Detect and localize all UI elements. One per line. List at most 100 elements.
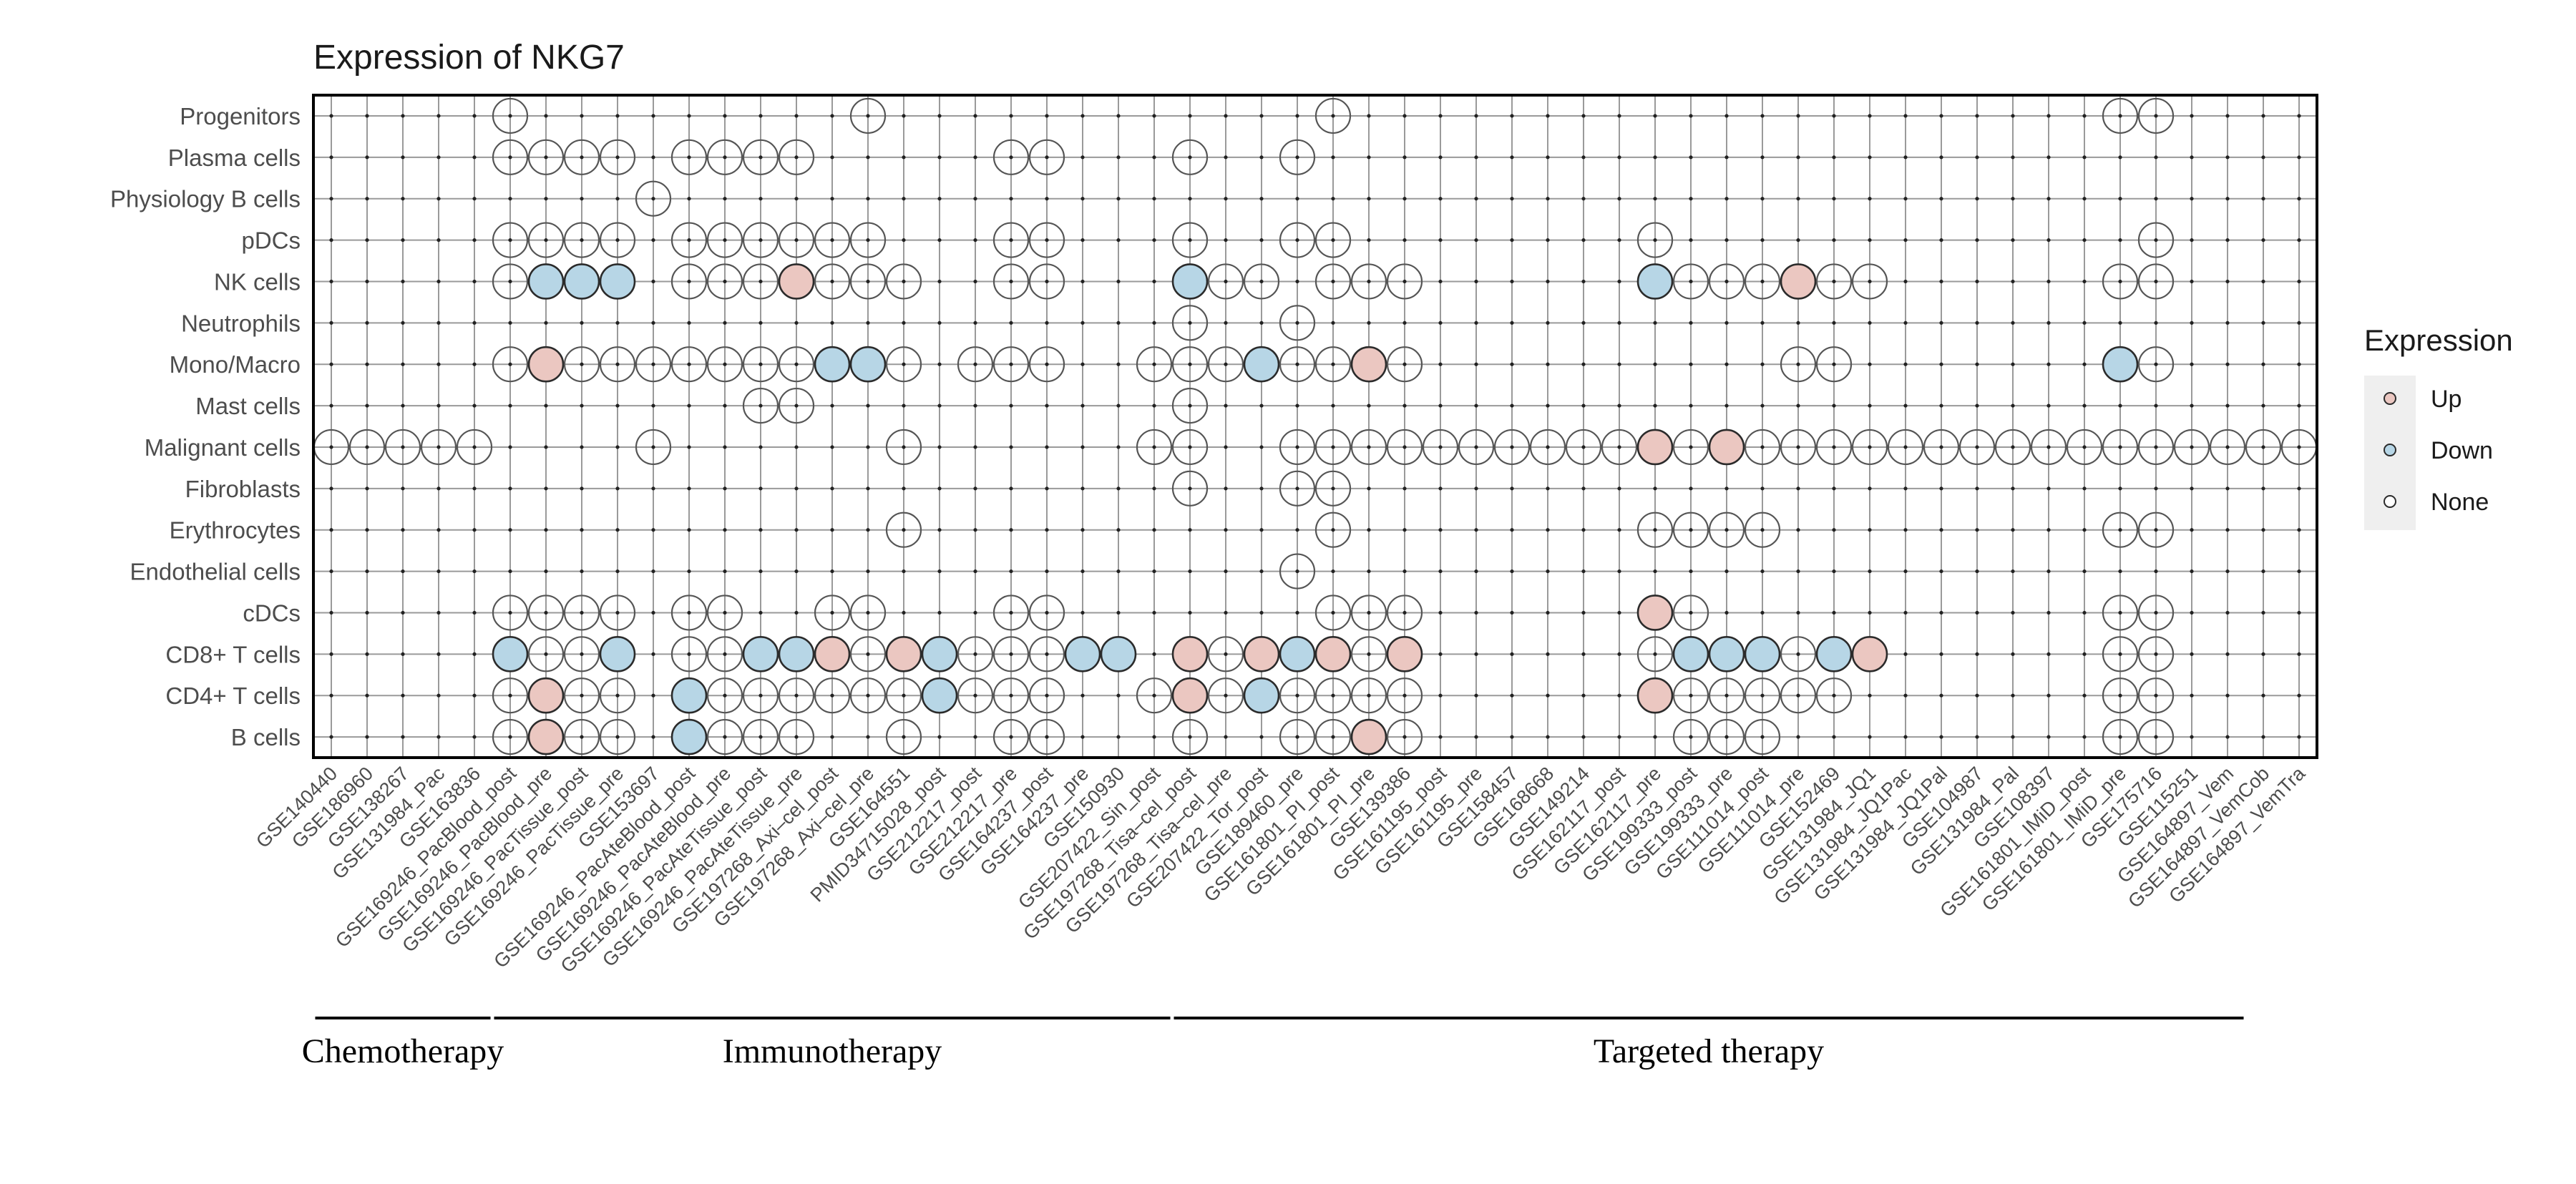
grid-point bbox=[1402, 155, 1407, 160]
grid-point bbox=[1259, 114, 1264, 118]
grid-point bbox=[2011, 362, 2015, 366]
expression-point-none bbox=[1028, 222, 1065, 258]
grid-point bbox=[1438, 114, 1443, 118]
expression-point-none bbox=[1136, 346, 1173, 383]
grid-point bbox=[866, 238, 870, 243]
grid-point bbox=[580, 197, 584, 201]
grid-point bbox=[866, 197, 870, 201]
grid-point bbox=[973, 403, 977, 408]
expression-point-none bbox=[778, 718, 815, 755]
expression-point-none bbox=[1887, 429, 1924, 466]
grid-point bbox=[1796, 197, 1800, 201]
expression-point-none bbox=[492, 346, 529, 383]
grid-point bbox=[2190, 403, 2194, 408]
grid-point bbox=[1653, 362, 1657, 366]
grid-point bbox=[1116, 403, 1121, 408]
grid-point bbox=[2082, 693, 2087, 698]
grid-point bbox=[1975, 445, 1979, 449]
expression-point-none bbox=[1171, 718, 1209, 755]
expression-point-none bbox=[1136, 677, 1173, 714]
legend-title: Expression bbox=[2364, 323, 2513, 357]
grid-point bbox=[2297, 155, 2301, 160]
grid-point bbox=[1402, 445, 1407, 449]
expression-point-none bbox=[2102, 636, 2139, 672]
y-tick-label: Mast cells bbox=[195, 393, 301, 419]
grid-point bbox=[1796, 652, 1800, 656]
expression-point-none bbox=[778, 222, 815, 258]
grid-point bbox=[1224, 445, 1228, 449]
grid-point bbox=[2011, 279, 2015, 284]
grid-point bbox=[329, 238, 333, 243]
grid-point bbox=[723, 735, 727, 739]
grid-point bbox=[1760, 486, 1765, 491]
grid-point bbox=[973, 693, 977, 698]
grid-point bbox=[758, 321, 763, 325]
expression-point-down bbox=[814, 346, 851, 383]
grid-point bbox=[2190, 445, 2194, 449]
grid-point bbox=[1259, 445, 1264, 449]
grid-point bbox=[2046, 155, 2051, 160]
expression-point-down bbox=[1243, 677, 1280, 714]
expression-point-none bbox=[1636, 222, 1674, 258]
grid-point bbox=[1510, 486, 1514, 491]
grid-point bbox=[1224, 362, 1228, 366]
expression-point-none bbox=[1529, 429, 1566, 466]
grid-point bbox=[1653, 114, 1657, 118]
expression-point-none bbox=[1672, 677, 1709, 714]
grid-point bbox=[2118, 445, 2122, 449]
expression-point-none bbox=[814, 595, 851, 631]
grid-point bbox=[1152, 403, 1156, 408]
expression-point-none bbox=[492, 263, 529, 300]
grid-point bbox=[1045, 528, 1049, 532]
grid-point bbox=[2261, 279, 2265, 284]
expression-point-up bbox=[1171, 677, 1209, 714]
grid-point bbox=[1689, 155, 1693, 160]
grid-point bbox=[1903, 197, 1908, 201]
grid-point bbox=[1045, 445, 1049, 449]
expression-point-none bbox=[2245, 429, 2282, 466]
grid-point bbox=[1224, 279, 1228, 284]
expression-point-none bbox=[1279, 470, 1316, 507]
grid-point bbox=[902, 735, 906, 739]
expression-point-none bbox=[527, 636, 565, 672]
grid-point bbox=[401, 155, 405, 160]
expression-point-none bbox=[1780, 677, 1817, 714]
grid-point bbox=[329, 362, 333, 366]
expression-point-none bbox=[1386, 677, 1423, 714]
grid-point bbox=[1116, 155, 1121, 160]
expression-point-up bbox=[1851, 636, 1888, 672]
grid-point bbox=[2297, 569, 2301, 574]
grid-point bbox=[830, 238, 834, 243]
grid-point bbox=[508, 238, 512, 243]
grid-point bbox=[2190, 238, 2194, 243]
expression-point-none bbox=[563, 718, 600, 755]
expression-point-up bbox=[1171, 636, 1209, 672]
grid-point bbox=[866, 155, 870, 160]
grid-point bbox=[1724, 155, 1729, 160]
grid-point bbox=[615, 693, 620, 698]
grid-point bbox=[2046, 238, 2051, 243]
grid-point bbox=[1581, 528, 1586, 532]
grid-point bbox=[1188, 238, 1192, 243]
grid-point bbox=[1331, 528, 1335, 532]
expression-point-none bbox=[814, 222, 851, 258]
grid-point bbox=[436, 528, 441, 532]
grid-point bbox=[1510, 155, 1514, 160]
expression-point-none bbox=[1028, 677, 1065, 714]
grid-point bbox=[1224, 610, 1228, 615]
y-tick-label: pDCs bbox=[241, 227, 301, 254]
expression-point-none bbox=[1207, 346, 1244, 383]
grid-point bbox=[1152, 321, 1156, 325]
grid-point bbox=[937, 569, 942, 574]
expression-point-none bbox=[992, 718, 1030, 755]
grid-point bbox=[2261, 610, 2265, 615]
expression-point-none bbox=[814, 263, 851, 300]
grid-point bbox=[723, 652, 727, 656]
grid-point bbox=[1617, 321, 1621, 325]
grid-point bbox=[687, 403, 691, 408]
grid-point bbox=[1975, 569, 1979, 574]
grid-point bbox=[1903, 403, 1908, 408]
grid-point bbox=[472, 197, 477, 201]
grid-point bbox=[1367, 528, 1371, 532]
grid-point bbox=[973, 486, 977, 491]
